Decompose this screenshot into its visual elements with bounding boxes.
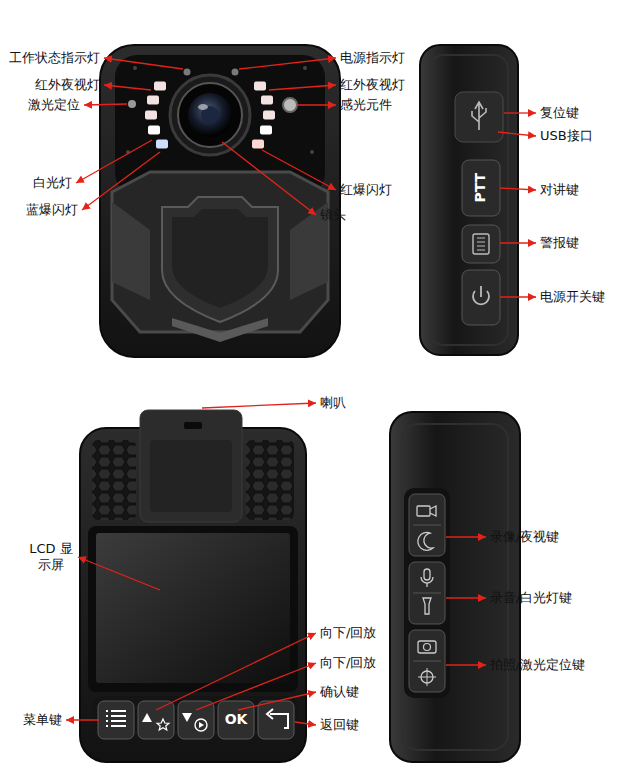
leader-line (238, 692, 316, 710)
leader-line (446, 664, 486, 665)
leader-line (262, 150, 336, 190)
part-label: 电源指示灯 (340, 50, 405, 66)
leader-line (298, 104, 336, 105)
leader-line (156, 633, 316, 710)
part-label: 红爆闪灯 (340, 182, 392, 198)
leader-line (78, 557, 160, 590)
part-label: 向下/回放 (320, 625, 376, 641)
part-label: 激光定位 (28, 97, 80, 113)
leader-line (269, 85, 336, 90)
part-label: 红外夜视灯 (340, 77, 405, 93)
part-label: 感光元件 (340, 97, 392, 113)
leader-line (222, 142, 316, 215)
back-view (80, 410, 306, 762)
part-label: 菜单键 (23, 712, 62, 728)
part-label: 白光灯 (33, 175, 72, 191)
leader-line (500, 242, 536, 243)
part-label: 警报键 (540, 235, 579, 251)
part-label: LCD 显示屏 (28, 541, 74, 574)
leader-line (446, 597, 486, 598)
part-label: 对讲键 (540, 182, 579, 198)
part-label: 红外夜视灯 (35, 77, 100, 93)
part-label: 喇叭 (320, 395, 346, 411)
leader-line (446, 536, 486, 537)
front-view (100, 45, 340, 357)
part-label: 复位键 (540, 105, 579, 121)
leader-line (500, 188, 536, 190)
part-label: 镜头 (320, 207, 346, 223)
leader-line (504, 112, 536, 113)
part-label: 向下/回放 (320, 655, 376, 671)
leader-line (500, 296, 536, 297)
side-view-buttons (390, 412, 520, 762)
part-label: 电源开关键 (540, 289, 605, 305)
button-text: PTT (472, 173, 490, 203)
part-label: 录像/夜视键 (490, 529, 559, 545)
leader-line (82, 152, 160, 210)
part-label: 蓝爆闪灯 (26, 202, 78, 218)
button-text: OK (225, 711, 248, 729)
leader-line (104, 58, 183, 69)
part-label: 拍照/激光定位键 (490, 657, 585, 673)
leader-line (84, 104, 127, 105)
leader-line (295, 722, 316, 725)
leader-line (66, 719, 99, 720)
side-view (420, 45, 518, 355)
leader-line (239, 58, 336, 69)
part-label: USB接口 (540, 128, 593, 144)
leader-line (498, 132, 536, 136)
leader-line (196, 663, 316, 710)
leader-line (104, 85, 151, 90)
part-label: 返回键 (320, 717, 359, 733)
leader-line (76, 140, 152, 183)
part-label: 工作状态指示灯 (9, 50, 100, 66)
part-label: 录音/白光灯键 (490, 590, 572, 606)
part-label: 确认键 (320, 684, 359, 700)
leader-line (202, 403, 316, 408)
